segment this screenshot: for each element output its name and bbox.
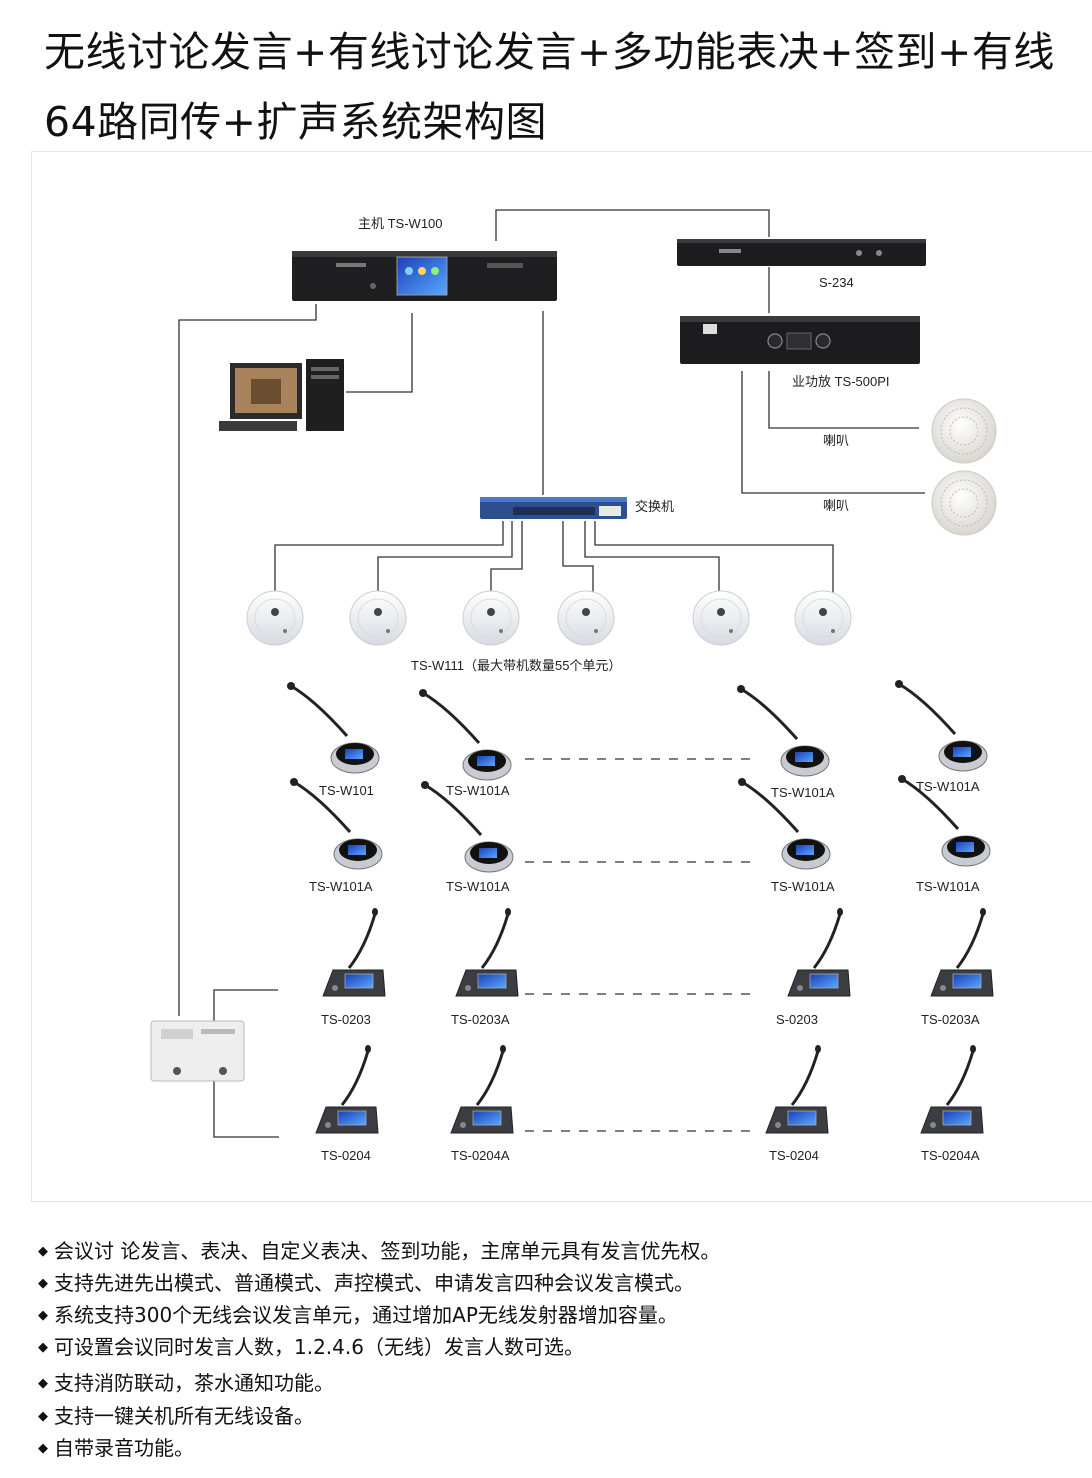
- wireless-access-point-icon: [349, 590, 407, 646]
- wireless-access-point-icon: [794, 590, 852, 646]
- wired-conference-unit-icon: [455, 908, 519, 997]
- feature-item: ◆支持先进先出模式、普通模式、声控模式、申请发言四种会议发言模式。: [38, 1271, 694, 1295]
- wireless-conference-unit-icon: [898, 775, 991, 867]
- feature-item: ◆支持一键关机所有无线设备。: [38, 1404, 314, 1428]
- unit-model-label: TS-W101A: [916, 779, 980, 794]
- amplifier-label: 业功放 TS-500PI: [792, 374, 890, 389]
- bullet-icon: ◆: [38, 1409, 48, 1424]
- speaker-label-1: 喇叭: [823, 433, 849, 448]
- bullet-icon: ◆: [38, 1376, 48, 1391]
- unit-model-label: TS-0204A: [451, 1148, 510, 1163]
- unit-model-label: TS-W101A: [771, 879, 835, 894]
- bullet-icon: ◆: [38, 1276, 48, 1291]
- bullet-icon: ◆: [38, 1340, 48, 1355]
- feature-item: ◆可设置会议同时发言人数，1.2.4.6（无线）发言人数可选。: [38, 1335, 584, 1359]
- feature-item: ◆支持消防联动，茶水通知功能。: [38, 1371, 334, 1395]
- feature-item: ◆会议讨 论发言、表决、自定义表决、签到功能，主席单元具有发言优先权。: [38, 1239, 721, 1263]
- dashed-continuation-lines: [525, 758, 753, 1132]
- wired-conference-unit-icon: [322, 908, 386, 997]
- feature-item: ◆自带录音功能。: [38, 1436, 194, 1460]
- page-title-line-2: 64路同传+扩声系统架构图: [44, 98, 548, 146]
- audio-processor-device: [677, 239, 926, 266]
- wireless-conference-unit-icon: [290, 778, 383, 870]
- unit-model-label: TS-W101A: [916, 879, 980, 894]
- wireless-conference-unit-icon: [737, 685, 830, 777]
- wireless-access-point-icon: [557, 590, 615, 646]
- connection-lines: [178, 209, 925, 1138]
- wired-extension-box-device: [150, 1020, 245, 1082]
- access-points: [246, 590, 852, 646]
- wireless-conference-unit-icon: [738, 778, 831, 870]
- network-switch-device: [480, 497, 627, 519]
- wired-conference-unit-icon: [920, 1045, 984, 1134]
- wired-conference-unit-icon: [765, 1045, 829, 1134]
- wireless-conference-unit-icon: [287, 682, 380, 774]
- wireless-units: [287, 680, 991, 873]
- bullet-icon: ◆: [38, 1244, 48, 1259]
- computer-workstation-icon: [219, 359, 344, 431]
- wired-row-2-labels: TS-0204 TS-0204A TS-0204 TS-0204A: [321, 1148, 980, 1163]
- unit-model-label: TS-0203: [321, 1012, 371, 1027]
- unit-model-label: S-0203: [776, 1012, 818, 1027]
- wireless-conference-unit-icon: [421, 781, 514, 873]
- unit-model-label: TS-W101A: [771, 785, 835, 800]
- unit-model-label: TS-0204: [321, 1148, 371, 1163]
- wired-row-1-labels: TS-0203 TS-0203A S-0203 TS-0203A: [321, 1012, 980, 1027]
- wireless-access-point-icon: [246, 590, 304, 646]
- wireless-conference-unit-icon: [419, 689, 512, 781]
- ceiling-speaker-icon: [931, 398, 997, 464]
- feature-item: ◆系统支持300个无线会议发言单元，通过增加AP无线发射器增加容量。: [38, 1303, 678, 1327]
- unit-model-label: TS-W101A: [309, 879, 373, 894]
- wired-conference-unit-icon: [930, 908, 994, 997]
- bullet-icon: ◆: [38, 1441, 48, 1456]
- unit-model-label: TS-0204A: [921, 1148, 980, 1163]
- ap-caption: TS-W111（最大带机数量55个单元）: [411, 658, 621, 673]
- unit-model-label: TS-0203A: [921, 1012, 980, 1027]
- wired-conference-unit-icon: [315, 1045, 379, 1134]
- wireless-row-2-labels: TS-W101A TS-W101A TS-W101A TS-W101A: [309, 879, 980, 894]
- wired-conference-unit-icon: [450, 1045, 514, 1134]
- processor-label: S-234: [819, 275, 854, 290]
- ceiling-speaker-icon: [931, 470, 997, 536]
- host-label: 主机 TS-W100: [358, 216, 443, 231]
- wireless-conference-unit-icon: [895, 680, 988, 772]
- wireless-access-point-icon: [692, 590, 750, 646]
- unit-model-label: TS-0204: [769, 1148, 819, 1163]
- unit-model-label: TS-W101A: [446, 879, 510, 894]
- wired-units: [315, 908, 994, 1134]
- unit-model-label: TS-W101: [319, 783, 374, 798]
- system-architecture-diagram: 主机 TS-W100 S-234 业功放 TS-500PI 喇叭 喇叭: [31, 151, 1092, 1202]
- host-unit-device: [292, 251, 557, 301]
- page-title-line-1: 无线讨论发言+有线讨论发言+多功能表决+签到+有线: [44, 28, 1055, 76]
- switch-label: 交换机: [635, 499, 674, 514]
- unit-model-label: TS-0203A: [451, 1012, 510, 1027]
- wireless-row-1-labels: TS-W101 TS-W101A TS-W101A TS-W101A: [319, 779, 980, 800]
- unit-model-label: TS-W101A: [446, 783, 510, 798]
- wired-conference-unit-icon: [787, 908, 851, 997]
- power-amplifier-device: [680, 316, 920, 364]
- wireless-access-point-icon: [462, 590, 520, 646]
- speaker-label-2: 喇叭: [823, 498, 849, 513]
- bullet-icon: ◆: [38, 1308, 48, 1323]
